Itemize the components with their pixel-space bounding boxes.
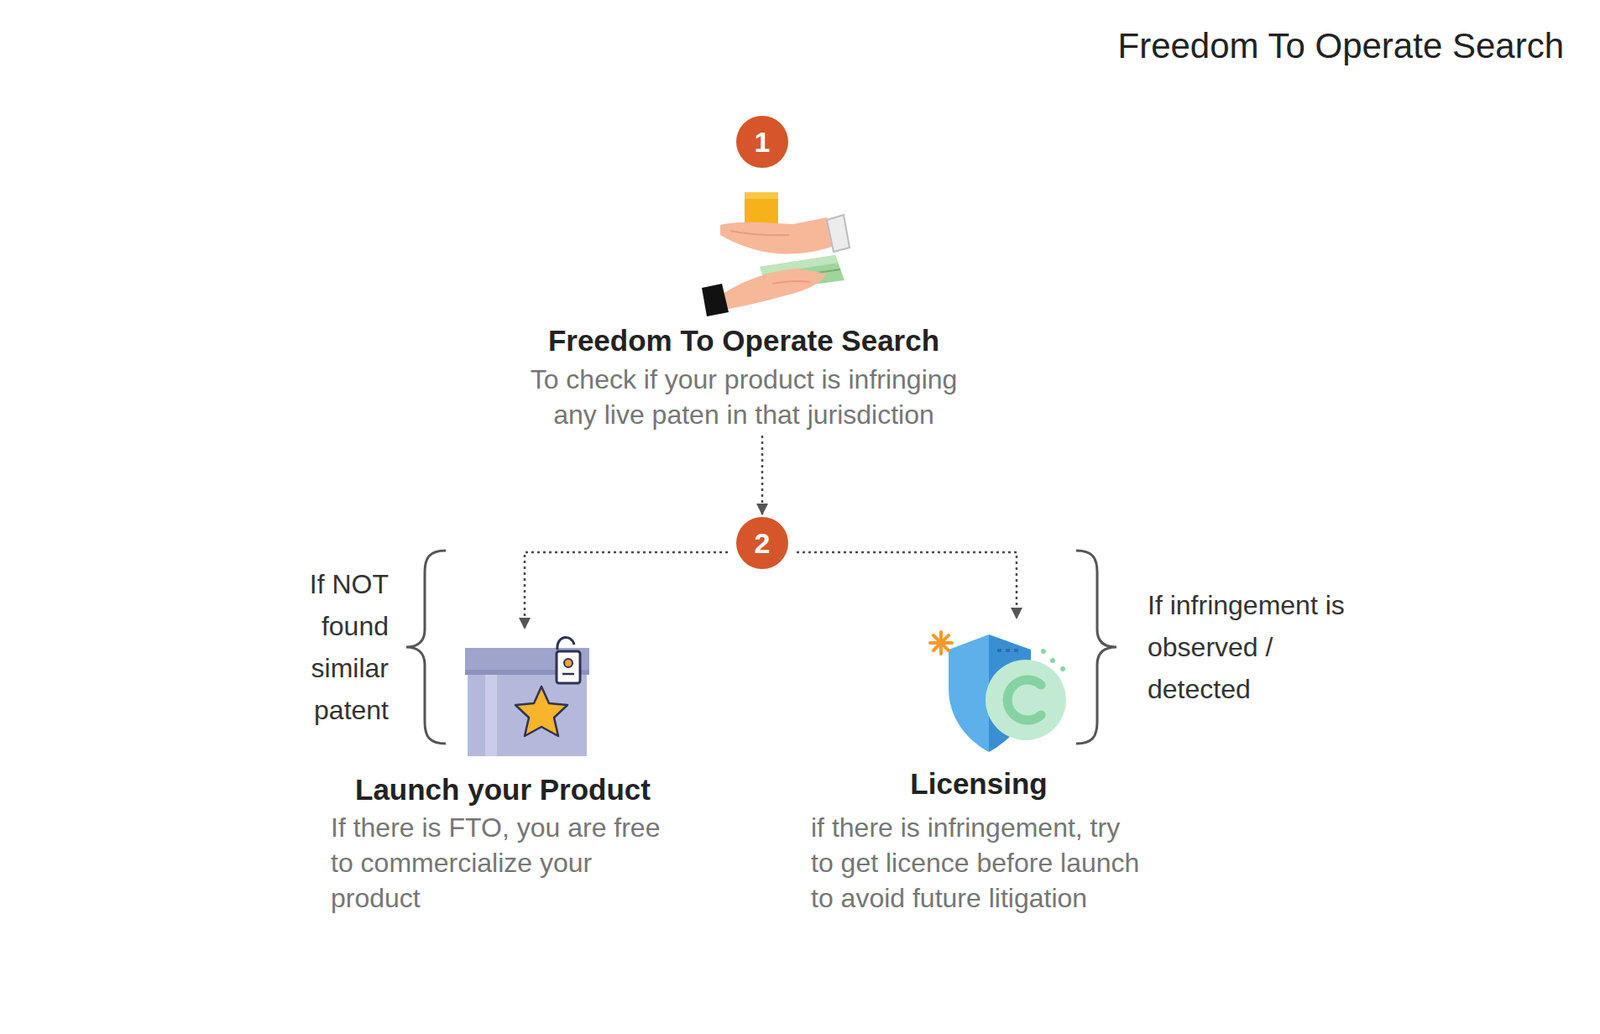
licence-shield-icon-part xyxy=(1005,648,1010,653)
exchange-illustration-part xyxy=(701,283,729,317)
block-heading: Licensing xyxy=(810,766,1147,802)
licence-shield-icon xyxy=(930,632,1067,753)
licence-shield-icon-part xyxy=(1040,648,1046,654)
exchange-illustration-part xyxy=(720,217,837,255)
product-box-icon-part xyxy=(515,686,568,737)
block-heading: Launch your Product xyxy=(330,772,675,808)
licence-shield-icon-part xyxy=(1007,679,1041,721)
licence-shield-icon-part xyxy=(930,632,952,654)
block-heading: Freedom To Operate Search xyxy=(508,323,979,359)
licence-shield-icon-part xyxy=(1050,658,1056,664)
product-box-icon-part xyxy=(556,651,581,684)
licence-shield-icon-part xyxy=(985,659,1067,741)
licence-shield-icon-part xyxy=(1060,666,1066,672)
step-block: Licensing if there is infringement, try t… xyxy=(810,621,1147,916)
block-body: if there is infringement, try to get lic… xyxy=(810,810,1147,916)
condition-note: If NOT found similar patent xyxy=(245,563,389,732)
product-box-icon-part xyxy=(564,658,573,668)
step-circle: 2 xyxy=(736,517,789,570)
product-box-icon-part xyxy=(557,637,575,650)
exchange-illustration-part xyxy=(744,192,779,226)
condition-note: If infringement is observed / detected xyxy=(1147,584,1368,711)
step-circle: 1 xyxy=(736,115,789,168)
exchange-illustration-part xyxy=(744,192,779,199)
exchange-illustration-part xyxy=(720,268,827,310)
product-box-icon-part xyxy=(485,667,497,757)
page-title: Freedom To Operate Search xyxy=(1117,25,1564,68)
dotted-connector xyxy=(796,552,1017,620)
product-box-icon xyxy=(465,637,590,757)
dotted-connector xyxy=(524,552,728,630)
exchange-illustration xyxy=(701,192,850,317)
dotted-connector xyxy=(761,435,764,516)
step-number: 2 xyxy=(754,526,771,560)
right-brace xyxy=(1076,550,1117,744)
licence-shield-icon-part xyxy=(997,648,1002,653)
licence-shield-icon-part xyxy=(933,635,949,651)
step-number: 1 xyxy=(754,125,771,159)
exchange-illustration-part xyxy=(772,281,811,284)
block-body: If there is FTO, you are free to commerc… xyxy=(330,810,675,916)
licence-shield-icon-part xyxy=(933,635,949,651)
block-body: To check if your product is infringing a… xyxy=(508,361,979,433)
exchange-illustration-part xyxy=(730,230,790,236)
step-block: Freedom To Operate SearchTo check if you… xyxy=(508,323,979,433)
product-box-icon-part xyxy=(562,673,575,676)
exchange-illustration-part xyxy=(826,214,850,252)
licence-shield-icon-part xyxy=(948,634,989,753)
licence-shield-icon-part xyxy=(1014,648,1019,653)
left-brace xyxy=(406,550,446,744)
